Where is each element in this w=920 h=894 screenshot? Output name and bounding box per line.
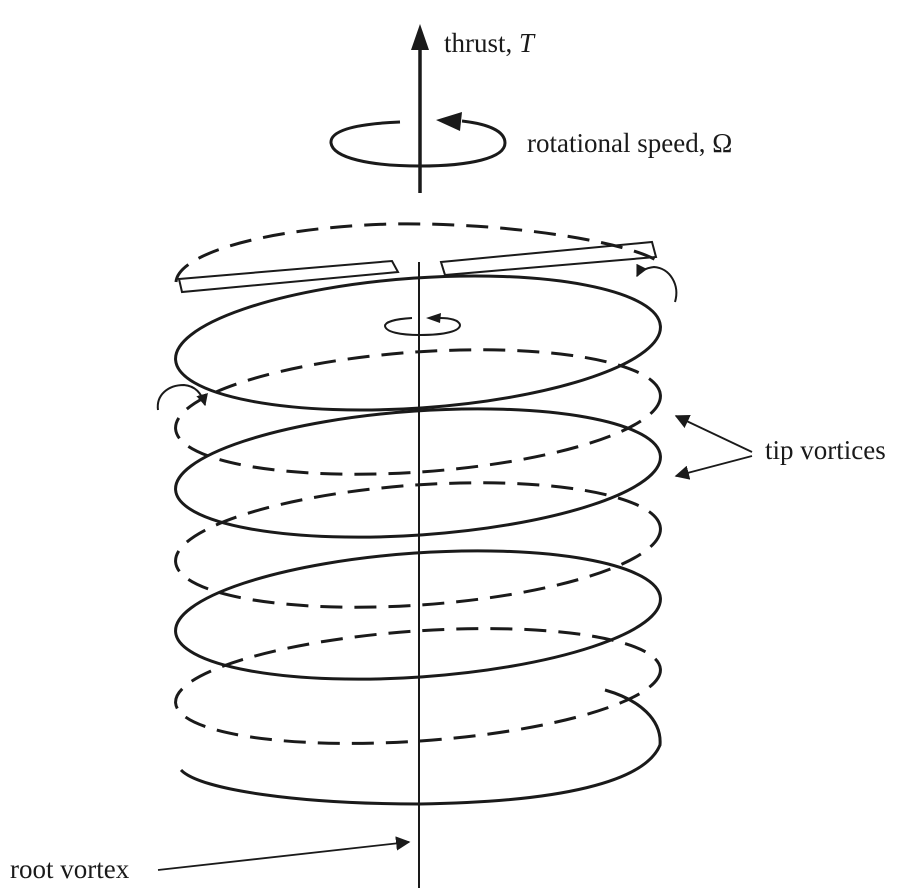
tip-vortices-leaders xyxy=(674,415,753,480)
tip-vortices-label: tip vortices xyxy=(765,435,886,465)
rotation-arrow xyxy=(329,112,507,168)
tip-swirl-arrow-left xyxy=(156,383,208,411)
solid-ring-1 xyxy=(174,274,662,412)
dashed-ring-2 xyxy=(174,481,662,609)
rotor-blades xyxy=(177,240,658,294)
blade-left xyxy=(177,259,400,294)
root-vortex-leader xyxy=(157,836,411,871)
root-vortex-label: root vortex xyxy=(10,854,130,884)
tip-swirl-arrow-right xyxy=(636,263,678,303)
dashed-ring-3 xyxy=(174,627,662,745)
rotational-speed-label: rotational speed, Ω xyxy=(527,128,732,158)
solid-ring-2 xyxy=(174,407,662,539)
top-dashed-ring xyxy=(174,222,657,283)
blade-right xyxy=(439,240,658,277)
tip-vortex-solid-rings xyxy=(174,274,662,806)
thrust-arrow xyxy=(411,24,429,193)
solid-ring-3 xyxy=(174,549,662,681)
solid-ring-4-partial xyxy=(179,688,662,806)
dashed-ring-1 xyxy=(174,348,662,476)
tip-vortex-dashed-rings xyxy=(174,348,662,745)
axis-rotation-arrow xyxy=(383,313,462,337)
thrust-label: thrust, T xyxy=(444,28,536,58)
